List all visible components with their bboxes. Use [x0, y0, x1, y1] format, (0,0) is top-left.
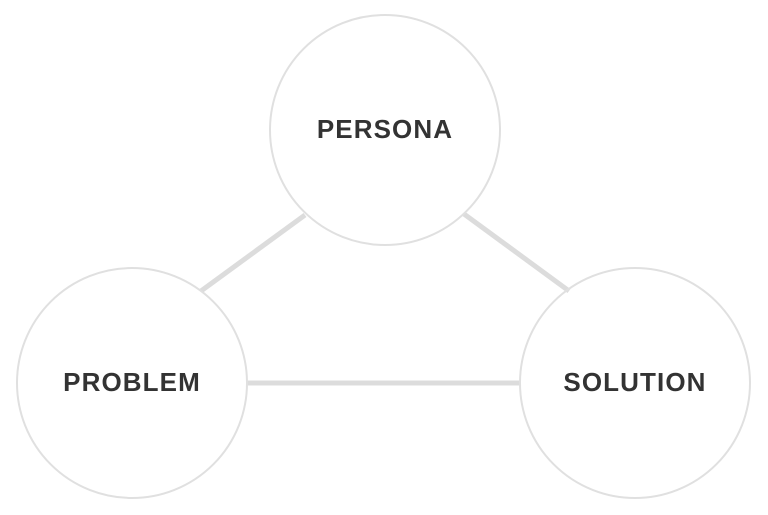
solution-label: SOLUTION [563, 367, 706, 397]
problem-label: PROBLEM [63, 367, 201, 397]
node-solution[interactable]: SOLUTION [519, 267, 751, 499]
node-persona[interactable]: PERSONA [269, 14, 501, 246]
persona-circle[interactable] [269, 14, 501, 246]
connector-problem-persona [199, 212, 307, 294]
solution-circle[interactable] [519, 267, 751, 499]
node-problem[interactable]: PROBLEM [16, 267, 248, 499]
problem-circle[interactable] [16, 267, 248, 499]
persona-label: PERSONA [317, 114, 453, 144]
connector-group [199, 211, 571, 386]
connector-persona-solution [462, 211, 571, 294]
